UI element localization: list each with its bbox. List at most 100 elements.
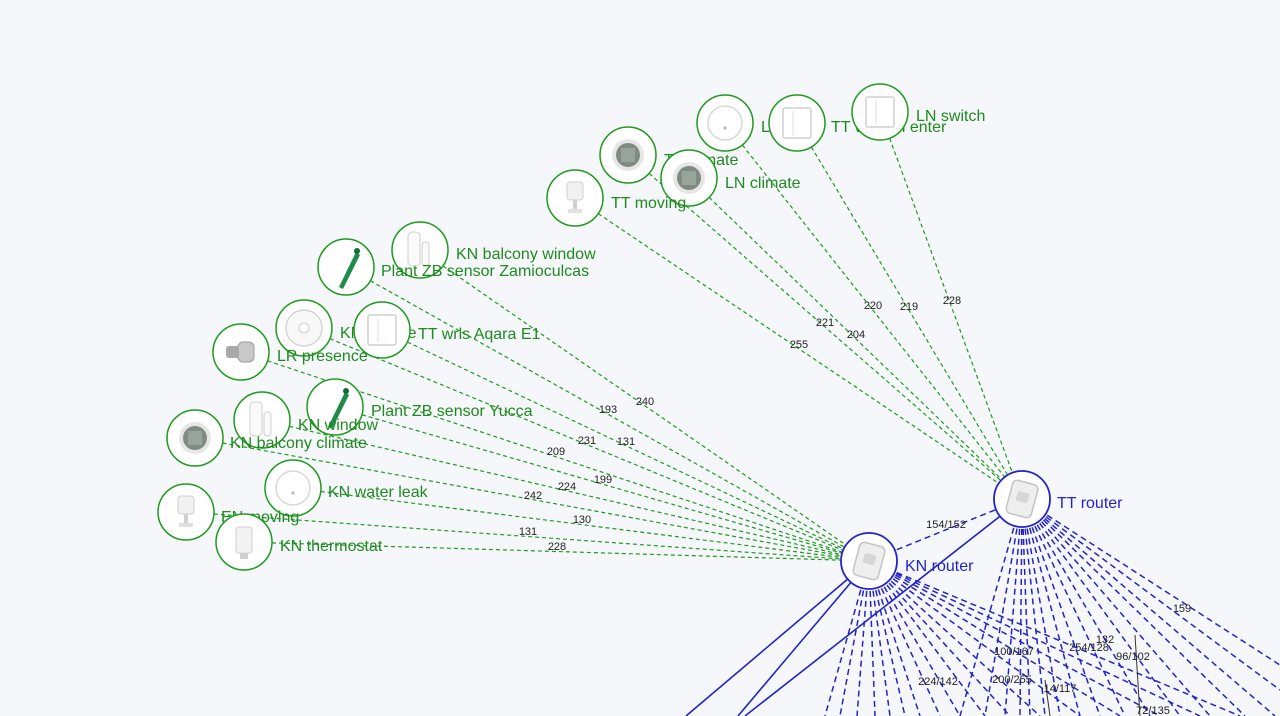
device-link: [574, 197, 1023, 500]
device-node[interactable]: KN thermostat: [215, 513, 383, 571]
link-quality-label: 224/142: [918, 676, 958, 688]
link-quality-label: 14/117: [1044, 683, 1077, 695]
device-label: LN climate: [725, 175, 801, 192]
door-window-sensor-icon: [407, 231, 430, 267]
link-quality-label: 240: [636, 396, 654, 408]
router-label: TT router: [1057, 495, 1123, 512]
smoke-detector-icon: [285, 309, 323, 347]
link-quality-label: 220: [864, 300, 882, 312]
wall-switch-icon: [782, 107, 812, 139]
link-quality-label: 131: [519, 526, 537, 538]
device-node[interactable]: KN water leak: [264, 459, 429, 517]
mesh-link: [868, 560, 1121, 716]
link-quality-label: 100/167: [994, 646, 1034, 658]
device-node[interactable]: LR presence: [212, 323, 368, 381]
mesh-link-tick: [1134, 634, 1141, 716]
link-quality-label: 224: [558, 481, 576, 493]
links-layer: [185, 111, 1280, 716]
link-quality-label: 154/152: [926, 519, 966, 531]
mesh-link-tick: [1044, 679, 1051, 716]
mesh-link: [868, 560, 1201, 716]
mesh-link: [744, 498, 1023, 716]
mesh-link: [737, 560, 870, 716]
mesh-link: [959, 498, 1023, 716]
device-node[interactable]: KN balcony climate: [166, 409, 367, 467]
device-node[interactable]: KN balcony window: [391, 221, 596, 279]
device-link: [879, 111, 1023, 500]
link-quality-label: 209: [547, 446, 565, 458]
mesh-link: [868, 560, 1241, 716]
mesh-link: [868, 560, 986, 716]
device-node[interactable]: Plant ZB sensor Yucca: [306, 378, 533, 436]
mesh-link: [839, 560, 870, 716]
mesh-link: [1021, 498, 1126, 716]
router-plug-icon: [1005, 479, 1039, 519]
link-quality-label: 228: [943, 295, 961, 307]
device-node-ring: [317, 238, 375, 296]
water-leak-sensor-icon: [707, 105, 743, 141]
device-link: [243, 541, 870, 562]
router-label: KN router: [905, 558, 974, 575]
thermostat-valve-icon: [235, 526, 253, 559]
link-quality-label: 242: [524, 490, 542, 502]
device-label: KN balcony climate: [230, 435, 367, 452]
device-link: [345, 266, 870, 562]
router-node[interactable]: TT router: [993, 470, 1123, 528]
mesh-link: [1021, 498, 1276, 716]
climate-sensor-icon: [673, 162, 705, 194]
mesh-link: [1021, 498, 1280, 666]
presence-sensor-icon: [226, 341, 255, 363]
link-quality-label: 132: [1096, 634, 1114, 646]
device-link: [381, 329, 870, 562]
water-leak-sensor-icon: [275, 470, 311, 506]
device-link: [627, 154, 1023, 500]
mesh-link: [868, 560, 941, 716]
climate-sensor-icon: [179, 422, 211, 454]
mesh-link: [868, 560, 891, 716]
plant-sensor-icon: [339, 248, 360, 289]
device-link: [240, 351, 870, 562]
device-link: [334, 406, 870, 562]
device-link: [185, 511, 870, 562]
link-quality-label: 72/135: [1136, 705, 1170, 716]
mesh-link: [1021, 498, 1246, 716]
link-quality-label: 255: [790, 339, 808, 351]
link-quality-label: 193: [599, 404, 617, 416]
device-node[interactable]: KN window: [233, 391, 378, 449]
link-quality-label: 204: [847, 329, 865, 341]
mesh-link: [868, 560, 921, 716]
device-node-ring: [306, 378, 364, 436]
device-link: [419, 249, 870, 562]
device-label: Plant ZB sensor Yucca: [371, 403, 533, 420]
device-node[interactable]: LN switch: [851, 83, 985, 141]
link-quality-label: 221: [816, 317, 834, 329]
device-link: [688, 177, 1023, 500]
mesh-link: [1021, 498, 1211, 716]
mesh-link: [1021, 498, 1031, 716]
device-node[interactable]: Plant ZB sensor Zamioculcas: [317, 238, 589, 296]
device-node[interactable]: TT moving: [546, 169, 686, 227]
wall-switch-icon: [865, 96, 895, 128]
device-link: [303, 327, 870, 562]
device-node[interactable]: TT wrls Aqara E1: [353, 301, 541, 359]
device-link: [261, 419, 870, 562]
device-label: TT moving: [611, 195, 686, 212]
mesh-link: [1004, 498, 1023, 716]
link-quality-label: 219: [900, 301, 918, 313]
router-node[interactable]: KN router: [840, 532, 974, 590]
device-link: [194, 437, 870, 562]
mesh-link: [824, 560, 870, 716]
link-quality-label: 199: [594, 474, 612, 486]
device-label: KN window: [298, 417, 378, 434]
mesh-link: [1021, 498, 1101, 716]
device-node[interactable]: LN climate: [660, 149, 801, 207]
link-quality-label: 96/102: [1116, 651, 1150, 663]
mesh-link: [1021, 498, 1280, 691]
link-quality-label: 130: [573, 514, 591, 526]
link-quality-label: 200/255: [992, 674, 1032, 686]
mesh-link: [868, 498, 1023, 562]
device-link: [796, 122, 1023, 500]
